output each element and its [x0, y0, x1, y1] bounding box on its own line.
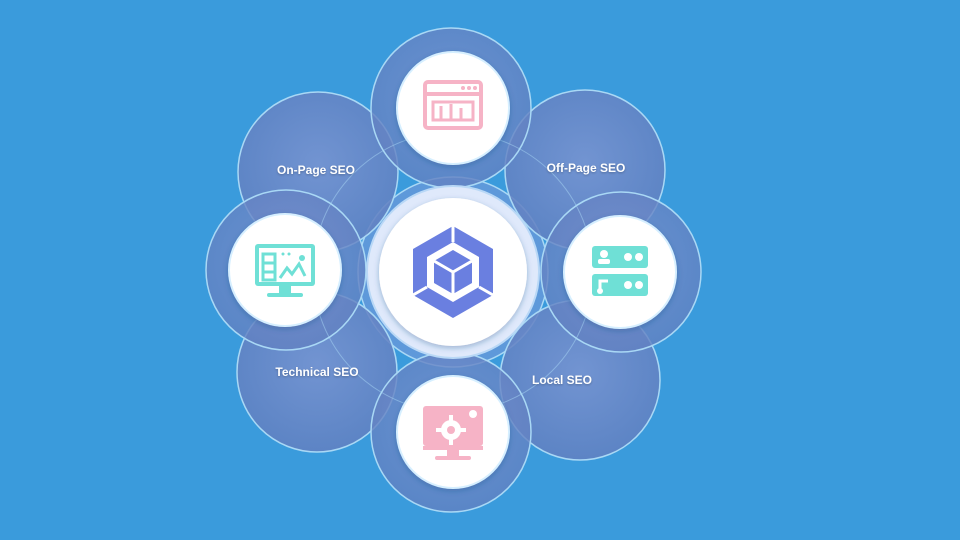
label-off-page-seo: Off-Page SEO: [546, 161, 626, 175]
node-right: [563, 215, 677, 329]
cube-logo-icon: [412, 226, 494, 318]
node-top: [396, 51, 510, 165]
browser-chart-icon: [423, 80, 483, 130]
server-list-icon: [592, 246, 648, 296]
label-technical-seo: Technical SEO: [275, 365, 359, 379]
label-local-seo: Local SEO: [531, 373, 593, 387]
monitor-dashboard-icon: [255, 244, 315, 297]
label-on-page-seo: On-Page SEO: [276, 163, 356, 177]
monitor-gear-icon: [423, 406, 483, 460]
